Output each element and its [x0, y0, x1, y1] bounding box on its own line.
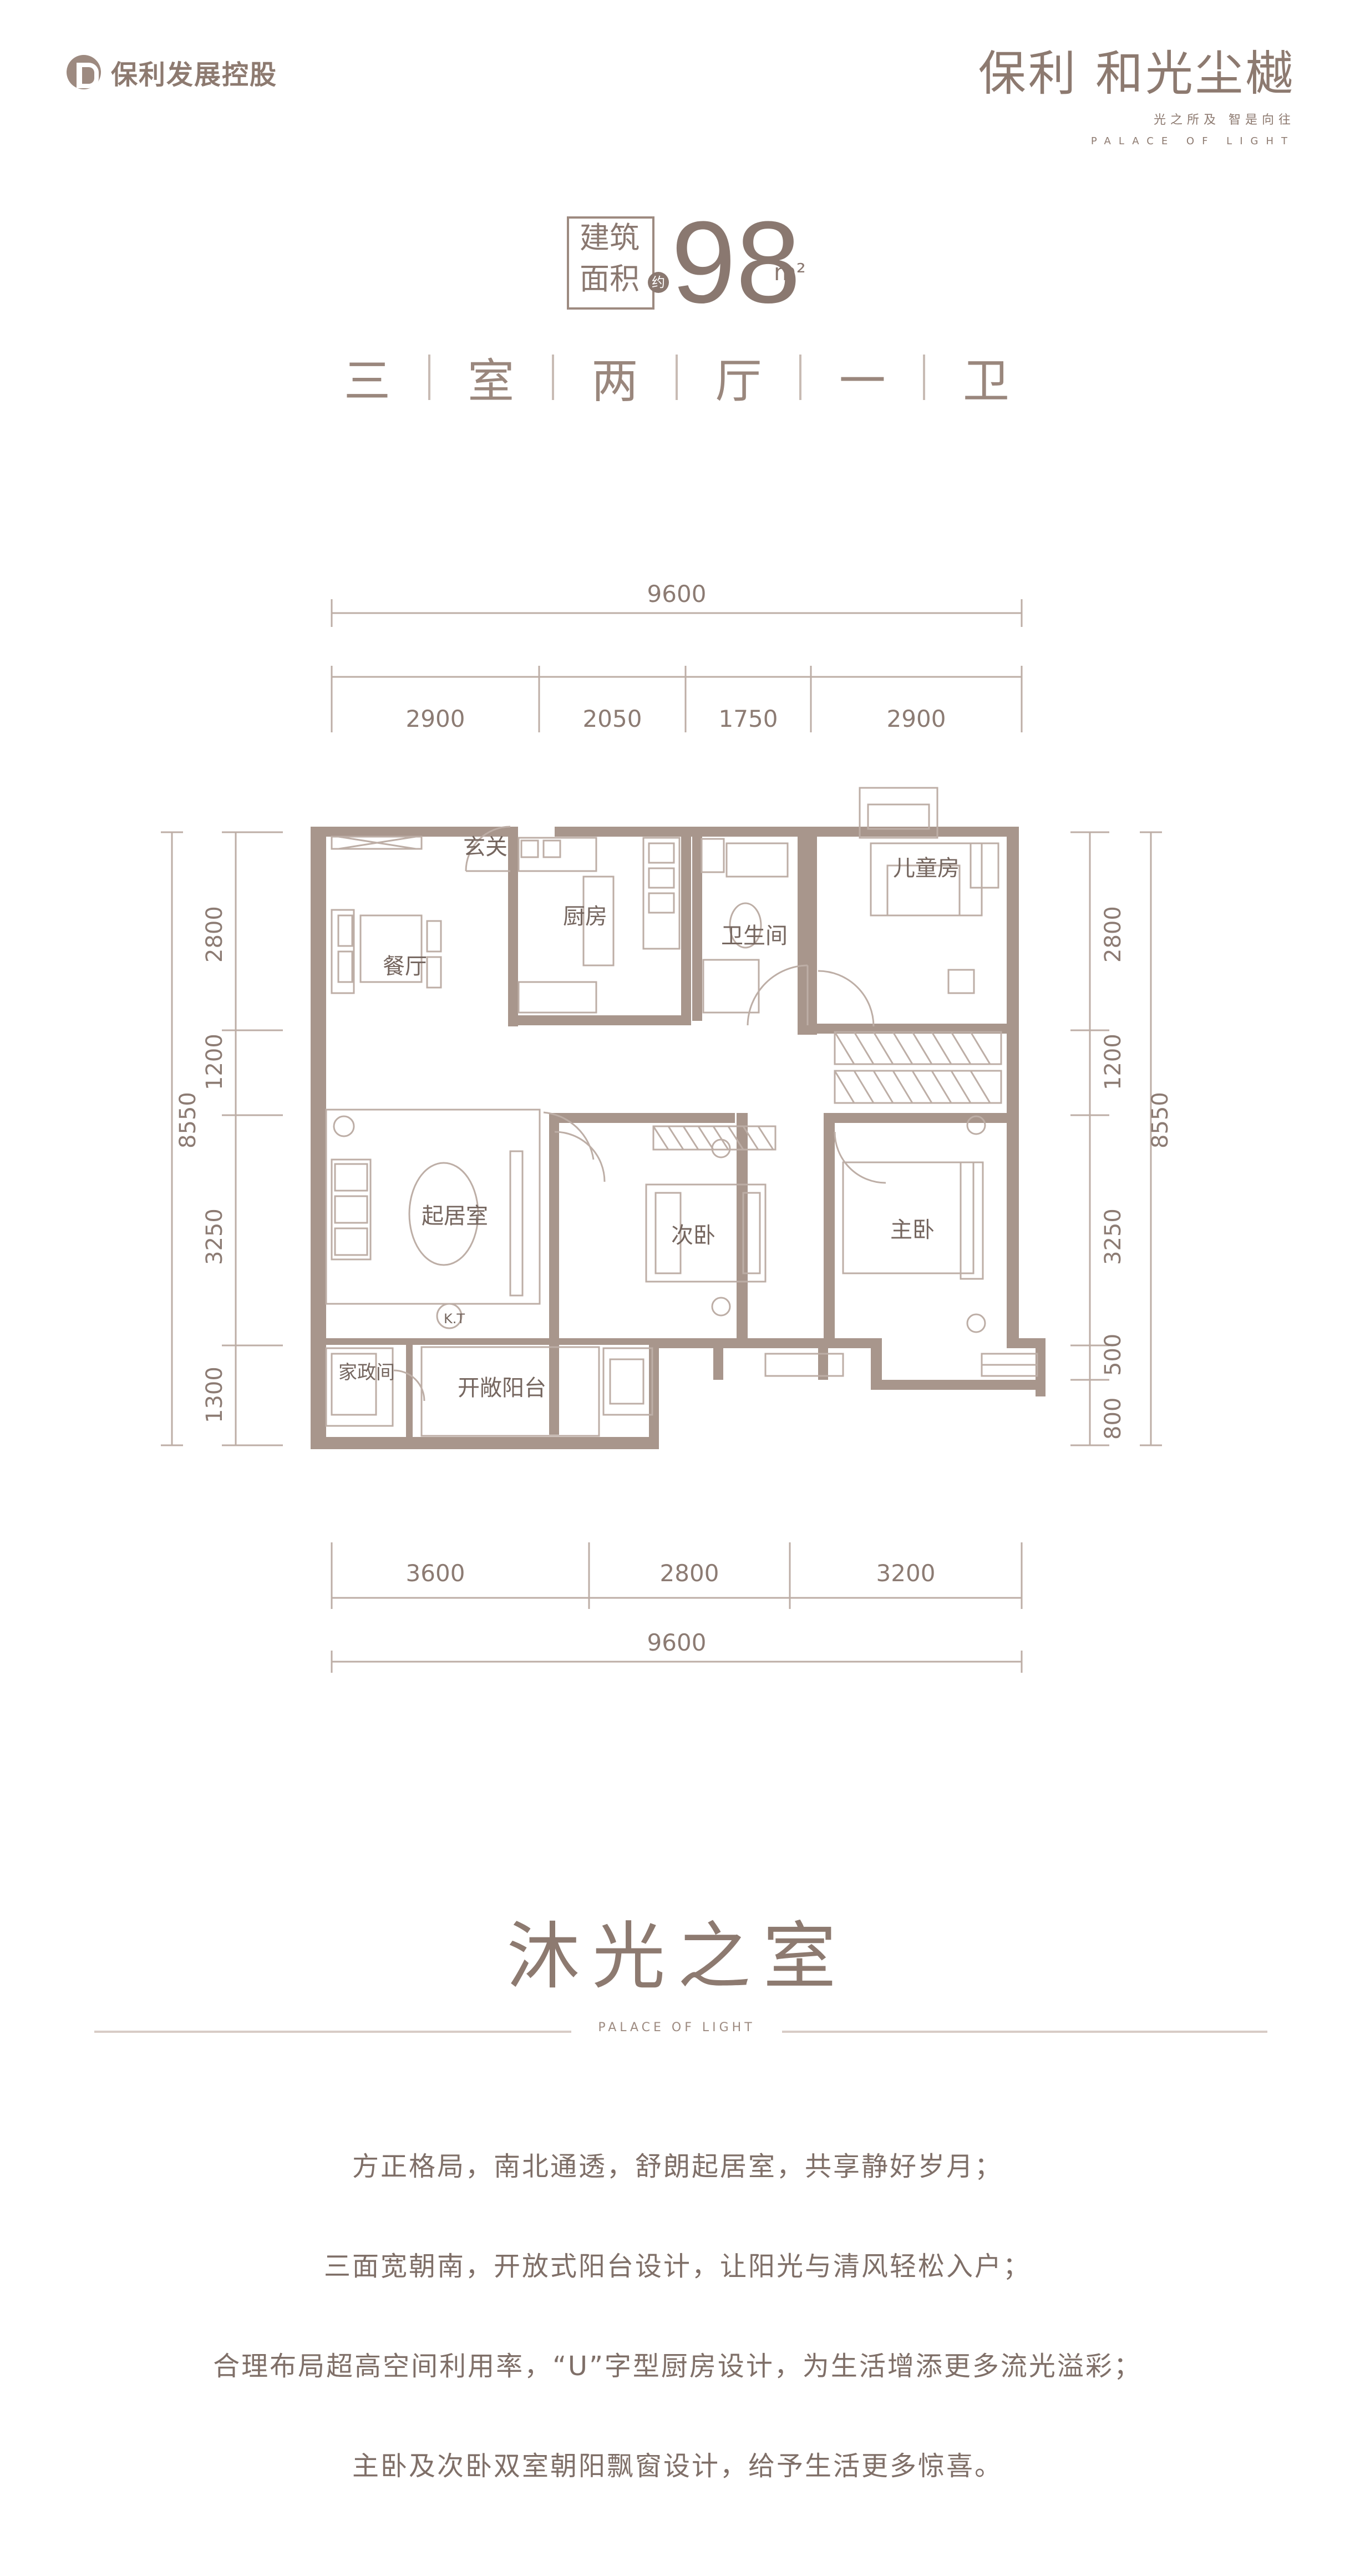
room-labels: 玄关 厨房 卫生间 儿童房 餐厅 起居室 次卧 主卧 开敞阳台 家政间 K.T — [338, 834, 960, 1401]
top-part-label: 2900 — [887, 705, 946, 732]
summary-divider — [675, 355, 678, 400]
room-label-dining: 餐厅 — [383, 954, 427, 979]
area-label-bottom: 面积 — [580, 261, 640, 296]
room-summary-item: 卫 — [962, 353, 1009, 408]
room-summary: 三 室 两 厅 一 卫 — [344, 344, 1009, 411]
area-label-box — [567, 216, 654, 310]
room-label-master: 主卧 — [890, 1217, 935, 1243]
bottom-part-label: 3600 — [406, 1560, 465, 1587]
brand-header: 保利发展控股 — [67, 53, 277, 92]
right-part-label: 2800 — [1100, 906, 1126, 963]
right-part-label: 1200 — [1100, 1034, 1126, 1090]
room-summary-item: 室 — [468, 353, 515, 408]
project-english: PALACE OF LIGHT — [1090, 135, 1295, 147]
description-line-1: 方正格局，南北通透，舒朗起居室，共享静好岁月； — [352, 2151, 1003, 2182]
room-label-bath: 卫生间 — [721, 923, 788, 949]
summary-divider — [923, 355, 926, 400]
dimension-labels: 9600 2900 2050 1750 2900 3600 2800 3200 … — [406, 580, 946, 1656]
top-part-label: 2050 — [583, 705, 642, 732]
area-unit: m² — [774, 259, 806, 286]
room-label-kids: 儿童房 — [893, 856, 960, 881]
right-part-label: 3250 — [1100, 1208, 1126, 1265]
area-label-top: 建筑 — [580, 220, 640, 255]
bottom-part-label: 3200 — [876, 1560, 936, 1587]
structural-walls — [311, 827, 1046, 1449]
floor-plan-svg: 9600 2900 2050 1750 2900 3600 2800 3200 … — [161, 580, 1173, 1673]
description-line-2: 三面宽朝南，开放式阳台设计，让阳光与清风轻松入户； — [323, 2251, 1031, 2282]
room-summary-item: 一 — [839, 353, 886, 408]
room-label-kitchen: 厨房 — [563, 904, 607, 929]
left-total-label: 8550 — [175, 1092, 201, 1148]
right-part-label: 500 — [1100, 1334, 1126, 1376]
vertical-dimension-labels: 8550 2800 1200 3250 1300 8550 2800 1200 … — [175, 906, 1173, 1440]
left-part-label: 1300 — [202, 1367, 227, 1423]
room-label-balcony: 开敞阳台 — [458, 1375, 546, 1401]
room-summary-item: 厅 — [715, 353, 762, 408]
summary-divider — [799, 355, 802, 400]
floor-plan: 9600 2900 2050 1750 2900 3600 2800 3200 … — [155, 555, 1198, 1692]
brand-name: 保利发展控股 — [111, 59, 278, 90]
right-part-label: 800 — [1100, 1398, 1126, 1440]
dimension-lines — [161, 599, 1162, 1673]
section-tag: PALACE OF LIGHT — [571, 2021, 782, 2035]
room-summary-item: 三 — [344, 353, 391, 408]
right-total-label: 8550 — [1148, 1092, 1173, 1148]
section-title: 沐光之室 — [506, 1914, 849, 2000]
room-label-second: 次卧 — [671, 1223, 715, 1248]
description-line-3: 合理布局超高空间利用率，“U”字型厨房设计，为生活增添更多流光溢彩； — [213, 2351, 1142, 2382]
project-brand: 保利 和光尘樾 光之所及 智是向往 PALACE OF LIGHT — [978, 49, 1295, 147]
project-name: 保利 和光尘樾 — [978, 46, 1295, 102]
bottom-total-label: 9600 — [647, 1629, 707, 1656]
room-label-kt: K.T — [444, 1311, 465, 1327]
brand-logo-icon — [67, 55, 101, 89]
description-line-4: 主卧及次卧双室朝阳飘窗设计，给予生活更多惊喜。 — [352, 2451, 1003, 2482]
room-summary-item: 两 — [591, 353, 638, 408]
area-label: 建筑 面积 — [567, 217, 652, 300]
bottom-part-label: 2800 — [660, 1560, 719, 1587]
left-part-label: 1200 — [202, 1034, 227, 1090]
approx-badge: 约 — [648, 272, 669, 293]
top-total-label: 9600 — [647, 580, 707, 608]
project-slogan: 光之所及 智是向往 — [1154, 113, 1295, 127]
left-part-label: 3250 — [202, 1208, 227, 1265]
top-part-label: 2900 — [406, 705, 465, 732]
left-part-label: 2800 — [202, 906, 227, 963]
area-value: 98 — [671, 197, 801, 327]
room-label-living: 起居室 — [422, 1203, 488, 1229]
summary-divider — [551, 355, 554, 400]
room-label-utility: 家政间 — [338, 1362, 395, 1384]
summary-divider — [428, 355, 430, 400]
room-label-entry: 玄关 — [463, 834, 508, 860]
furniture-and-doors — [325, 787, 1038, 1437]
top-part-label: 1750 — [719, 705, 778, 732]
